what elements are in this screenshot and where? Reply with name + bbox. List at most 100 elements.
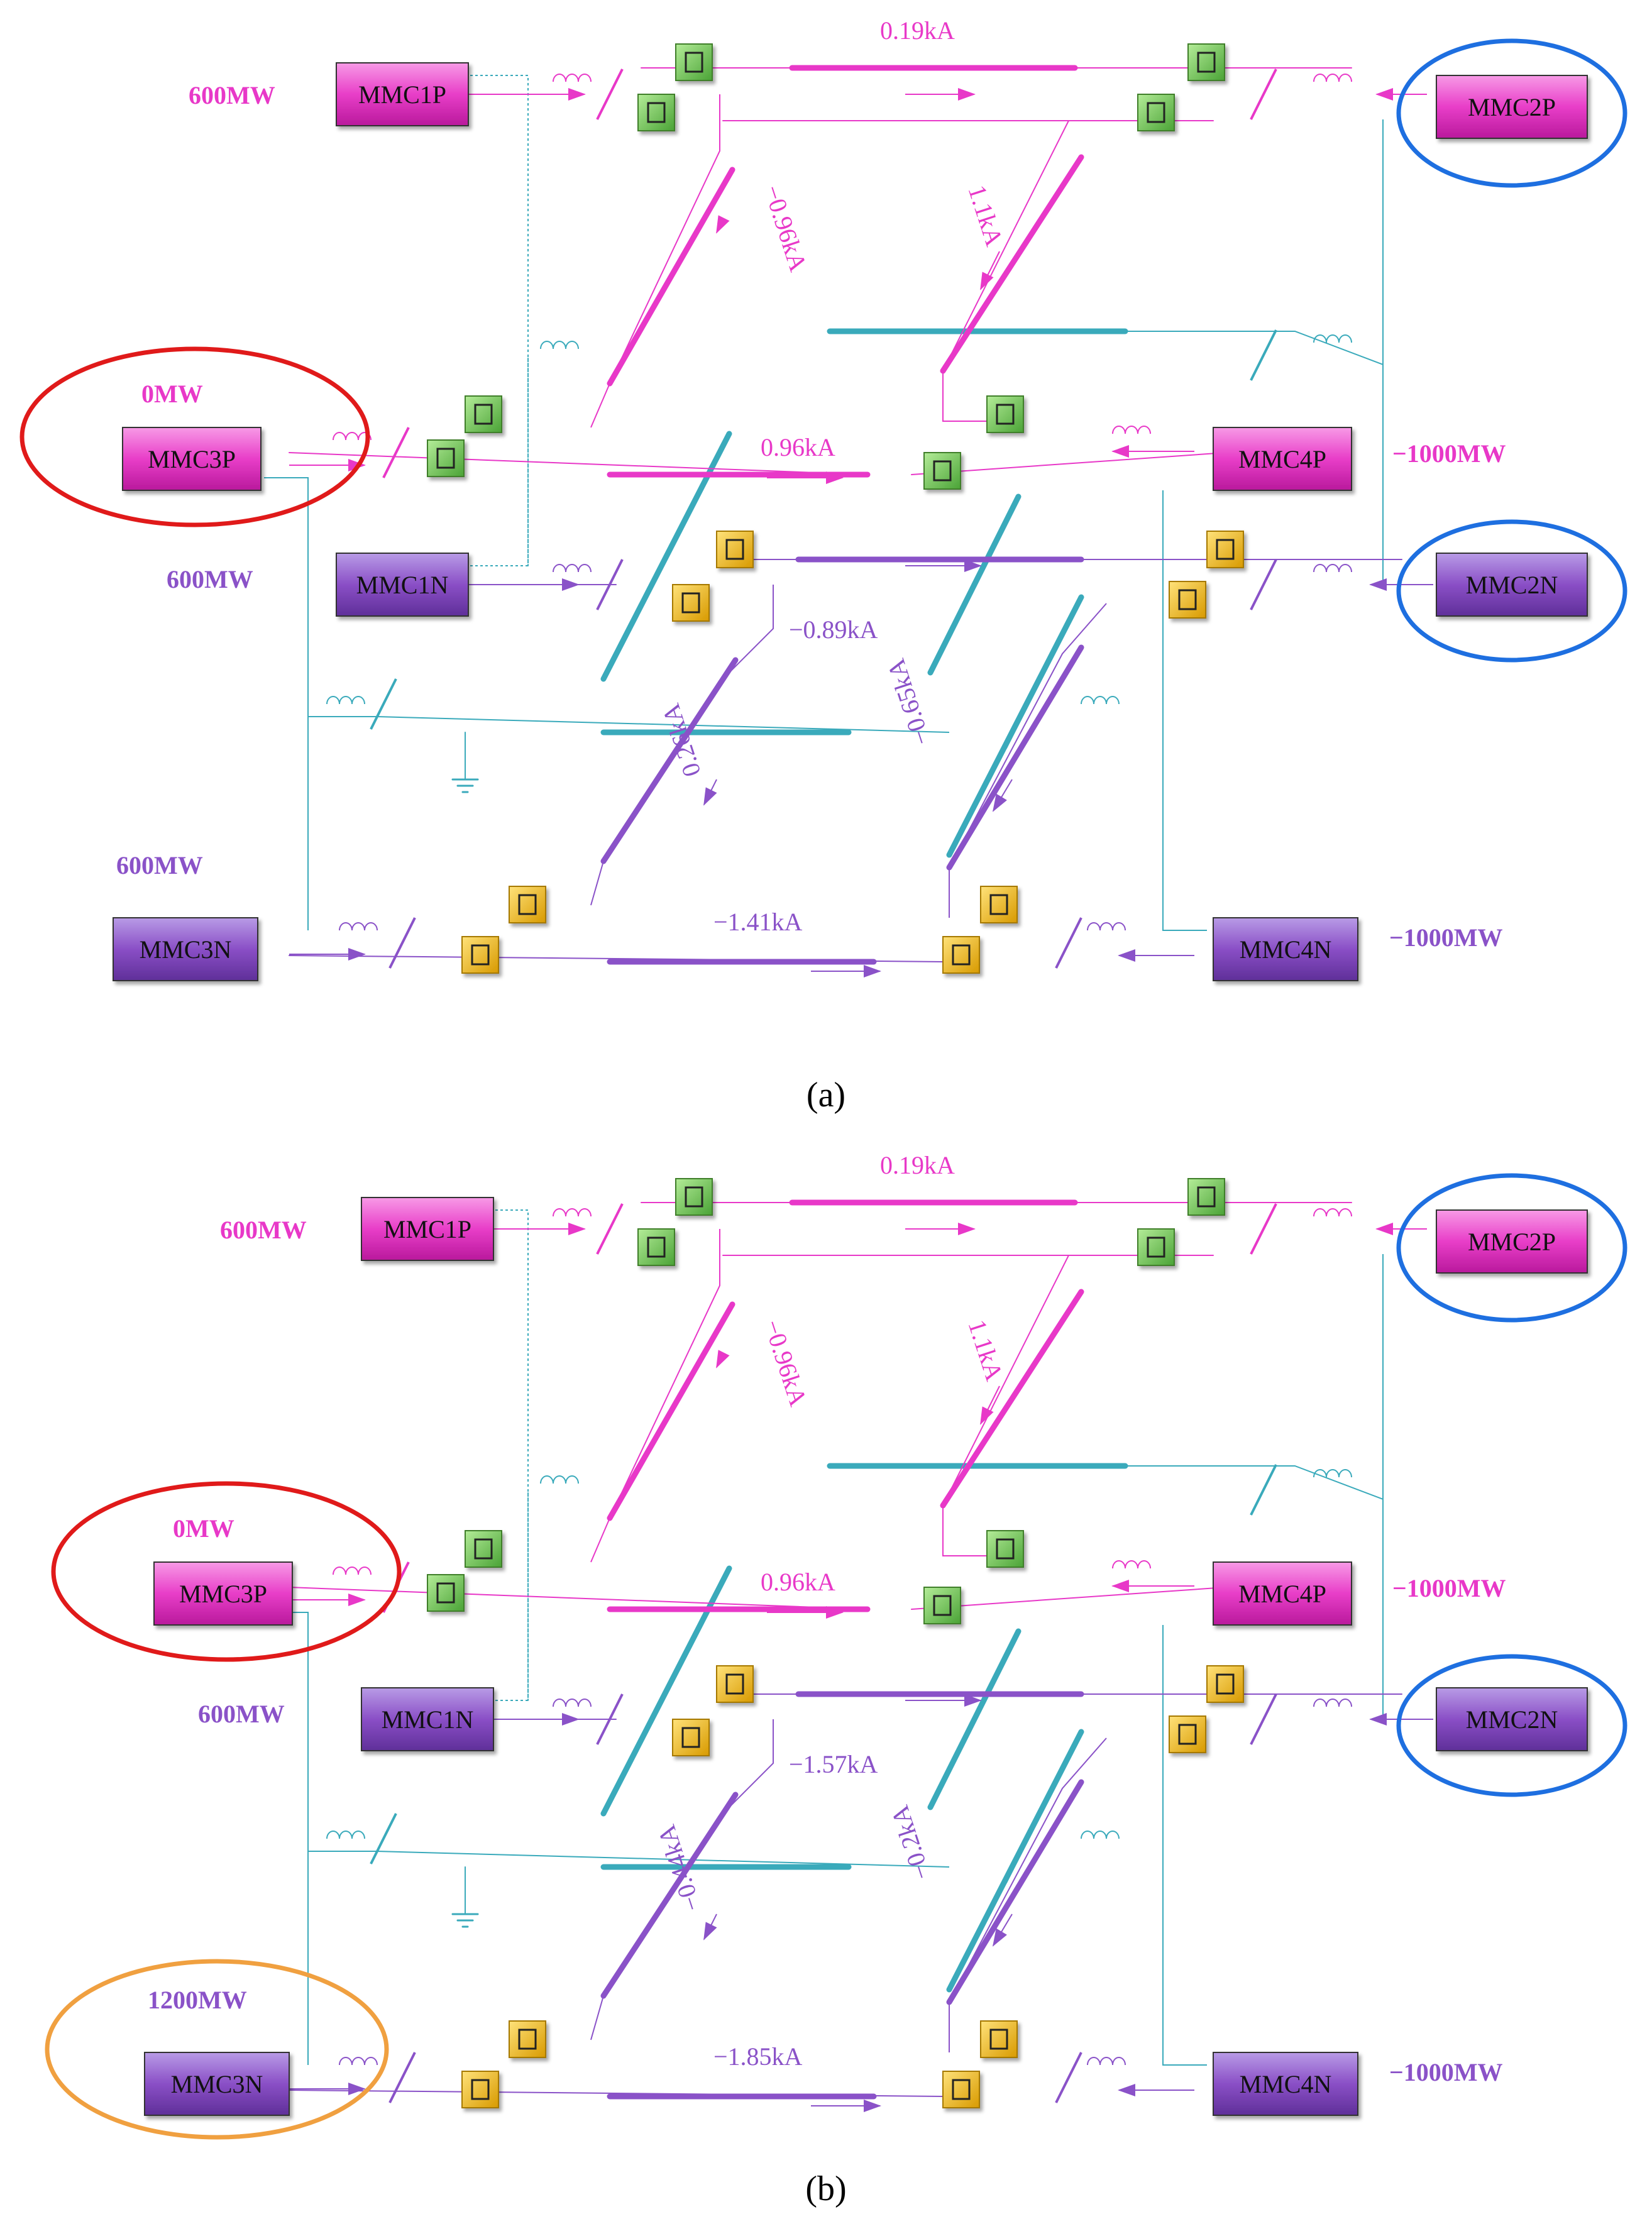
breaker-switch — [1178, 1724, 1197, 1745]
dc-line-stub — [370, 1813, 397, 1864]
converter-mmc2n: MMC2N — [1436, 553, 1588, 617]
converter-mmc1n: MMC1N — [361, 1687, 494, 1751]
converter-box — [336, 553, 469, 617]
wire-teal-mmc3 — [264, 477, 309, 930]
power-mmc3p: 0MW — [173, 1514, 234, 1543]
dc-line-pos-diag-left — [607, 1301, 735, 1521]
current-top: 0.19kA — [880, 1151, 955, 1179]
breaker-body — [461, 2071, 499, 2108]
converter-label: MMC2N — [1466, 571, 1558, 599]
dc-line-pos-diag-left — [607, 167, 735, 387]
wire-neg-bottom — [289, 2090, 944, 2097]
converter-box — [336, 62, 469, 126]
breaker-body — [1187, 43, 1225, 81]
breaker-body — [942, 2071, 980, 2108]
converter-label: MMC4P — [1238, 1580, 1326, 1608]
breaker-icon — [509, 2020, 546, 2058]
converter-mmc3p: MMC3P — [122, 427, 262, 491]
inductor-icon — [1087, 922, 1126, 931]
inductor-icon — [326, 1831, 365, 1839]
converter-label: MMC1N — [356, 571, 449, 599]
breaker-icon — [637, 1228, 675, 1266]
breaker-switch — [1216, 1673, 1235, 1695]
dc-line-stub — [1055, 2052, 1082, 2103]
power-mmc4n: −1000MW — [1389, 923, 1503, 952]
breaker-body — [461, 936, 499, 974]
dc-line-stub — [1250, 1203, 1277, 1255]
converter-mmc4p: MMC4P — [1213, 427, 1352, 491]
current-bottom: −1.41kA — [713, 908, 803, 936]
breaker-icon — [986, 1530, 1024, 1568]
breaker-icon — [942, 2071, 980, 2108]
converter-label: MMC2P — [1468, 93, 1556, 121]
breaker-icon — [672, 1719, 710, 1756]
converter-mmc2p: MMC2P — [1436, 75, 1588, 139]
breaker-body — [1169, 581, 1206, 619]
converter-box — [113, 917, 258, 981]
inductor-icon — [553, 74, 592, 82]
dc-line-stub — [1250, 1464, 1277, 1516]
breaker-icon — [1137, 94, 1175, 131]
breaker-icon — [942, 936, 980, 974]
breaker-icon — [465, 395, 502, 433]
breaker-body — [1187, 1178, 1225, 1216]
breaker-icon — [980, 2020, 1018, 2058]
breaker-body — [1169, 1715, 1206, 1753]
breaker-switch — [996, 404, 1015, 425]
breaker-icon — [923, 1587, 961, 1624]
converter-box — [1436, 1687, 1588, 1751]
inductor-icon — [339, 2057, 378, 2066]
converter-mmc1n: MMC1N — [336, 553, 469, 617]
breaker-body — [509, 2020, 546, 2058]
wire-neg-diag-left — [590, 1719, 774, 2040]
converter-mmc1p: MMC1P — [336, 62, 469, 126]
breaker-icon — [672, 584, 710, 622]
breaker-body — [980, 2020, 1018, 2058]
wire-neg-diag-right — [949, 603, 1107, 918]
dc-line-teal-diag-left — [600, 431, 732, 682]
converter-label: MMC3P — [179, 1580, 267, 1608]
dc-line-neg-diag-right — [946, 644, 1084, 871]
breaker-body — [716, 531, 754, 568]
power-mmc4n: −1000MW — [1389, 2058, 1503, 2086]
wire-pos-mmc3 — [289, 452, 868, 475]
current-diag-pos-left: −0.96kA — [758, 1316, 813, 1410]
converter-mmc2n: MMC2N — [1436, 1687, 1588, 1751]
converter-label: MMC2P — [1468, 1228, 1556, 1256]
inductor-icon — [540, 341, 579, 350]
converter-label: MMC4N — [1240, 2070, 1332, 2098]
dc-line-stub — [1055, 917, 1082, 969]
breaker-icon — [923, 452, 961, 490]
wire-teal-mmc4 — [1162, 490, 1207, 931]
breaker-switch — [1147, 102, 1165, 123]
power-mmc3p: 0MW — [141, 380, 203, 408]
converter-mmc4n: MMC4N — [1213, 917, 1358, 981]
breaker-switch — [1178, 589, 1197, 610]
dc-line-stub — [1250, 69, 1277, 120]
converter-box — [1213, 1561, 1352, 1626]
current-arrow-diag-left — [716, 1350, 730, 1368]
breaker-icon — [1206, 1665, 1244, 1703]
converter-box — [1436, 553, 1588, 617]
current-mid-neg: −0.89kA — [789, 615, 878, 644]
highlight-mmc3p — [51, 1481, 402, 1662]
current-arrow-diag-neg-left — [703, 1913, 717, 1941]
converter-label: MMC4N — [1240, 935, 1332, 964]
breaker-switch — [725, 1673, 744, 1695]
highlight-mmc2p — [1396, 38, 1627, 188]
breaker-icon — [461, 2071, 499, 2108]
current-arrow-diag-left — [716, 215, 730, 234]
converter-box — [361, 1197, 494, 1261]
breaker-switch — [725, 539, 744, 560]
inductor-icon — [339, 922, 378, 931]
dc-line-stub — [382, 427, 410, 478]
converter-box — [1436, 75, 1588, 139]
current-diag-neg-right: −0.65kA — [881, 656, 936, 749]
breaker-switch — [518, 2029, 537, 2050]
breaker-icon — [980, 886, 1018, 923]
breaker-body — [986, 395, 1024, 433]
current-mid-neg: −1.57kA — [789, 1750, 878, 1778]
breaker-body — [942, 936, 980, 974]
dc-line-stub — [596, 559, 624, 610]
